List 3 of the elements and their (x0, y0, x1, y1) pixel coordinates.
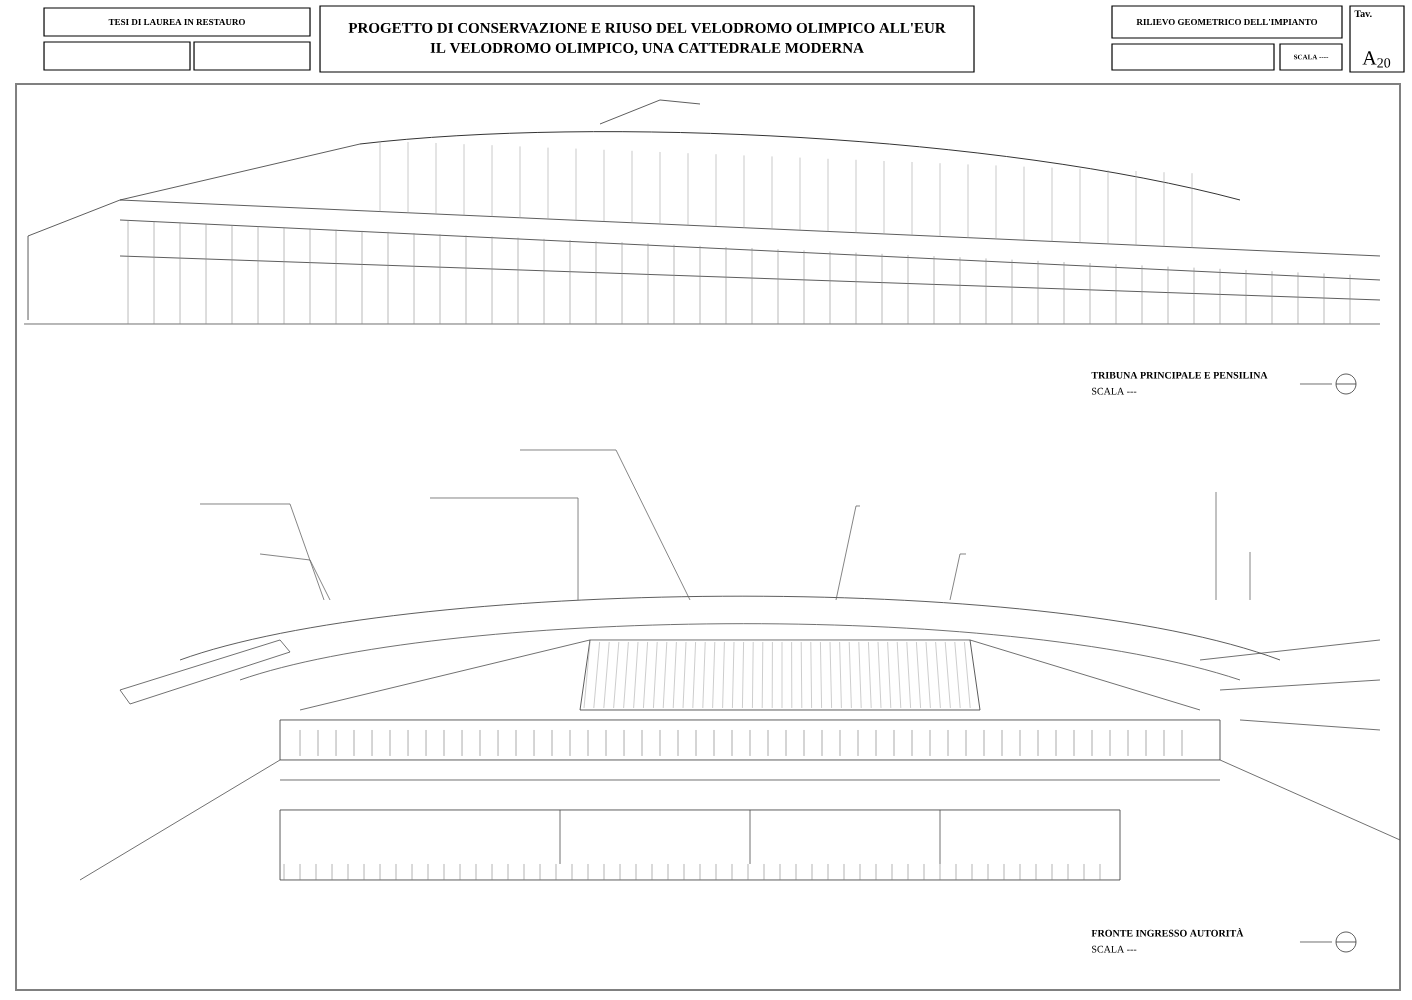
title-block-box (193, 41, 311, 71)
title-block-box (1111, 43, 1275, 71)
title-block-box (43, 41, 191, 71)
